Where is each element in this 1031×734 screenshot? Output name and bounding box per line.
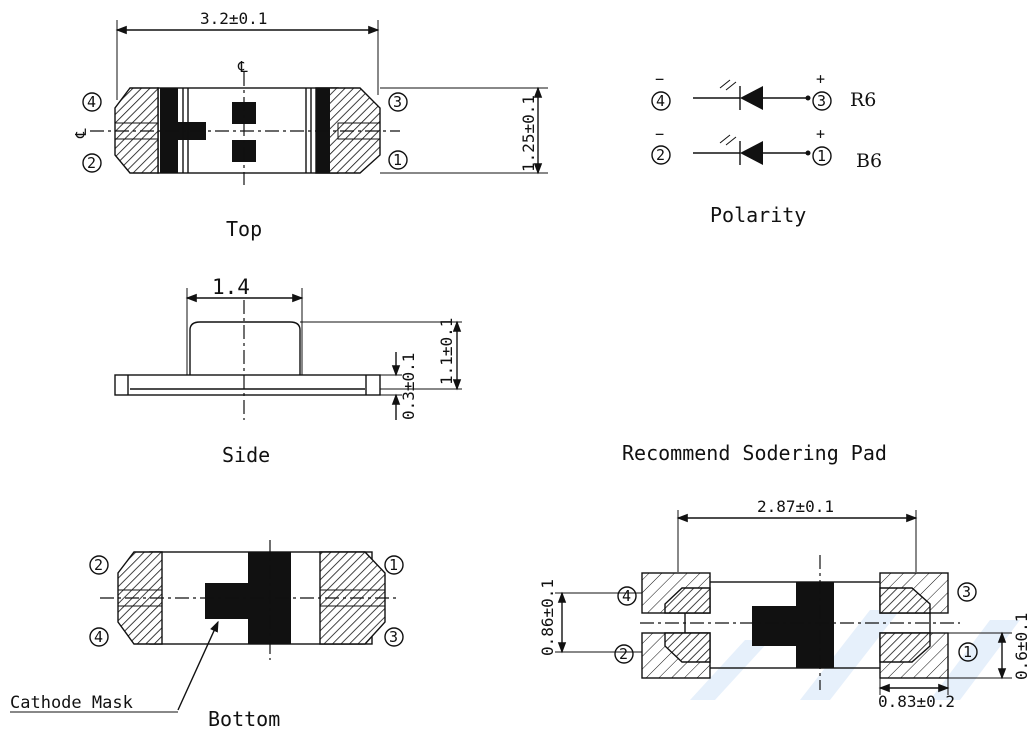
top-view: 3.2±0.1 ℄ ℄ 1.25±0.1 4 2 bbox=[72, 9, 548, 241]
pad-pin-4: 4 bbox=[622, 587, 631, 605]
polarity-pin-4: 4 bbox=[656, 92, 665, 110]
top-view-label: Top bbox=[226, 217, 262, 241]
polarity-diagram: − 4 + 3 R6 − 2 + 1 B6 Polarity bbox=[651, 70, 882, 227]
top-pin-2: 2 bbox=[87, 154, 96, 172]
top-width-dim: 3.2±0.1 bbox=[200, 9, 267, 28]
watermark bbox=[690, 610, 1020, 700]
polarity-minus-2: − bbox=[655, 125, 664, 143]
polarity-plus-1: + bbox=[816, 125, 825, 143]
pad-length-dim: 0.83±0.2 bbox=[878, 692, 955, 711]
top-pin-1: 1 bbox=[393, 151, 402, 169]
pad-pitch-dim: 0.86±0.1 bbox=[538, 579, 557, 656]
bottom-pin-1: 1 bbox=[389, 556, 398, 574]
side-view-label: Side bbox=[222, 443, 270, 467]
top-pin-4: 4 bbox=[87, 93, 96, 111]
bottom-pin-4: 4 bbox=[94, 628, 103, 646]
polarity-pin-3: 3 bbox=[817, 92, 826, 110]
polarity-label: Polarity bbox=[710, 203, 806, 227]
top-centerline-mark: ℄ bbox=[237, 58, 248, 76]
top-height-dim: 1.25±0.1 bbox=[519, 95, 538, 172]
pad-pin-3: 3 bbox=[962, 583, 971, 601]
polarity-minus-4: − bbox=[655, 70, 664, 88]
side-height-dim: 1.1±0.1 bbox=[437, 318, 456, 385]
side-base-dim: 0.3±0.1 bbox=[399, 353, 418, 420]
cathode-mask-label: Cathode Mask bbox=[10, 693, 133, 713]
pad-pin-1: 1 bbox=[963, 643, 972, 661]
polarity-plus-3: + bbox=[816, 70, 825, 88]
bottom-view: 2 4 1 3 Cathode Mask Bottom bbox=[10, 540, 404, 731]
polarity-pin-2: 2 bbox=[656, 146, 665, 164]
top-pin-3: 3 bbox=[393, 93, 402, 111]
soldering-pad-view: Recommend Sodering Pad 2.87±0.1 4 2 3 1 bbox=[538, 441, 1031, 711]
pad-pin-2: 2 bbox=[619, 645, 628, 663]
bottom-view-label: Bottom bbox=[208, 707, 280, 731]
polarity-pin-1: 1 bbox=[817, 147, 826, 165]
side-centerline-mark: ℄ bbox=[72, 128, 90, 139]
bottom-pin-3: 3 bbox=[389, 628, 398, 646]
polarity-code-r6: R6 bbox=[850, 89, 876, 111]
polarity-code-b6: B6 bbox=[856, 150, 882, 172]
bottom-pin-2: 2 bbox=[94, 556, 103, 574]
pad-height-dim: 0.6±0.1 bbox=[1012, 613, 1031, 680]
side-width-dim: 1.4 bbox=[212, 275, 250, 299]
side-view: 1.4 1.1±0.1 0.3±0.1 Side bbox=[114, 275, 462, 467]
pad-width-dim: 2.87±0.1 bbox=[757, 497, 834, 516]
pad-view-title: Recommend Sodering Pad bbox=[622, 441, 887, 465]
